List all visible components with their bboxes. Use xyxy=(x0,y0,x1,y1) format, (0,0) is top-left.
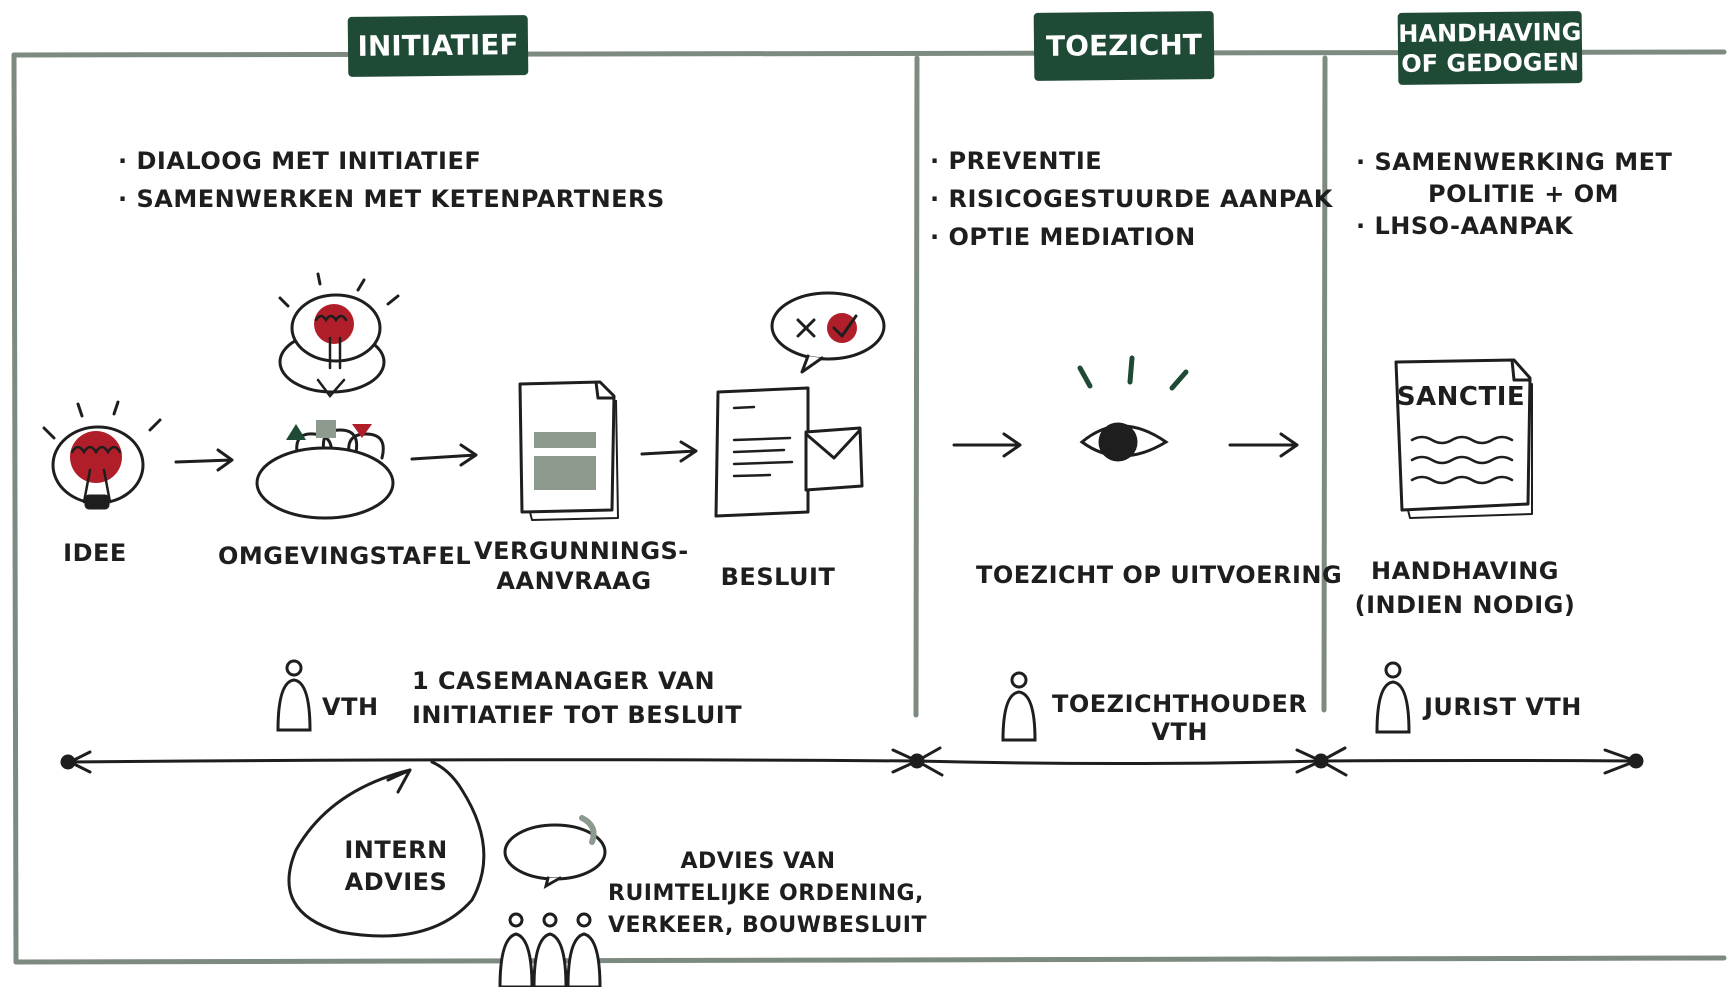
person-icon xyxy=(1001,671,1037,742)
phase-tag-handhaving: HANDHAVING OF GEDOGEN xyxy=(1397,11,1583,85)
bullet-item: SAMENWERKEN MET KETENPARTNERS xyxy=(118,180,665,218)
actor-label-jurist: JURIST VTH xyxy=(1424,693,1582,721)
bullet-item: RISICOGESTUURDE AANPAK xyxy=(930,180,1333,218)
arrow-right-icon xyxy=(640,440,698,463)
step-label-line: (INDIEN NODIG) xyxy=(1354,591,1576,619)
loop-label-line: INTERN xyxy=(344,836,448,864)
step-label-toezicht-op-uitvoering: TOEZICHT OP UITVOERING xyxy=(976,561,1343,589)
person-icon xyxy=(1375,661,1411,734)
actor-label-line: VTH xyxy=(1151,718,1208,746)
step-label-handhaving: HANDHAVING (INDIEN NODIG) xyxy=(1350,554,1580,622)
eye-icon xyxy=(1077,355,1189,462)
actor-label-line: TOEZICHTHOUDER xyxy=(1052,690,1308,718)
bullet-text: SAMENWERKING MET xyxy=(1374,148,1673,176)
loop-label-line: ADVIES xyxy=(344,868,448,896)
bullet-item: DIALOOG MET INITIATIEF xyxy=(118,142,665,180)
step-label-omgevingstafel: OMGEVINGSTAFEL xyxy=(218,542,472,570)
decision-letter-icon xyxy=(714,291,886,518)
document-title-sanctie: SANCTIE xyxy=(1396,382,1526,412)
loop-label-intern-advies: INTERN ADVIES xyxy=(336,834,456,898)
bullet-item: PREVENTIE xyxy=(930,142,1333,180)
handhaving-bullets: · SAMENWERKING MET POLITIE + OM · LHSO-A… xyxy=(1356,146,1672,242)
step-label-besluit: BESLUIT xyxy=(720,563,836,591)
arrow-right-icon xyxy=(1228,432,1299,458)
bullet-dot: · xyxy=(1356,212,1375,240)
timeline xyxy=(60,746,1644,777)
phase-tag-handhaving-line1: HANDHAVING xyxy=(1398,18,1582,48)
step-label-vergunningsaanvraag: VERGUNNINGS- AANVRAAG xyxy=(474,536,689,596)
step-label-line: VERGUNNINGS- xyxy=(474,537,689,565)
step-label-line: HANDHAVING xyxy=(1371,557,1559,585)
lightbulb-icon xyxy=(42,400,162,510)
phase-tag-handhaving-line2: OF GEDOGEN xyxy=(1401,48,1580,78)
initiatief-bullets: DIALOOG MET INITIATIEF SAMENWERKEN MET K… xyxy=(118,142,665,218)
phase-tag-initiatief: INITIATIEF xyxy=(347,15,529,77)
bullet-dot: · xyxy=(1356,148,1375,176)
advice-line: ADVIES VAN xyxy=(680,849,836,874)
step-label-line: AANVRAAG xyxy=(496,567,652,595)
round-table-icon xyxy=(255,272,400,520)
arrow-right-icon xyxy=(174,448,234,472)
arrow-right-icon xyxy=(410,443,478,467)
divider-initiatief-toezicht xyxy=(913,55,920,718)
bullet-item: OPTIE MEDIATION xyxy=(930,218,1333,256)
group-speech-icon xyxy=(498,815,607,987)
sanction-document-icon xyxy=(1394,358,1533,519)
advice-line: VERKEER, BOUWBESLUIT xyxy=(608,913,927,938)
actor-note-line: INITIATIEF TOT BESLUIT xyxy=(412,701,743,729)
application-document-icon xyxy=(518,380,619,521)
step-label-idee: IDEE xyxy=(63,539,127,567)
actor-label-vth: VTH xyxy=(322,693,379,721)
bullet-item: · LHSO-AANPAK xyxy=(1356,210,1672,242)
bullet-item: · SAMENWERKING MET xyxy=(1356,146,1672,178)
advice-text: ADVIES VAN RUIMTELIJKE ORDENING, VERKEER… xyxy=(608,846,927,942)
advice-line: RUIMTELIJKE ORDENING, xyxy=(608,881,924,906)
toezicht-bullets: PREVENTIE RISICOGESTUURDE AANPAK OPTIE M… xyxy=(930,142,1333,256)
loop-arrow-icon xyxy=(287,760,486,938)
phase-tag-toezicht: TOEZICHT xyxy=(1033,11,1215,81)
actor-note-line: 1 CASEMANAGER VAN xyxy=(412,667,716,695)
flow-arrows xyxy=(174,432,1299,472)
person-icon xyxy=(276,659,312,732)
actor-label-toezichthouder: TOEZICHTHOUDER VTH xyxy=(1052,690,1307,746)
bullet-text: LHSO-AANPAK xyxy=(1374,212,1574,240)
arrow-right-icon xyxy=(952,432,1022,458)
bullet-item-continued: POLITIE + OM xyxy=(1428,180,1620,208)
actor-note-casemanager: 1 CASEMANAGER VAN INITIATIEF TOT BESLUIT xyxy=(412,664,742,732)
